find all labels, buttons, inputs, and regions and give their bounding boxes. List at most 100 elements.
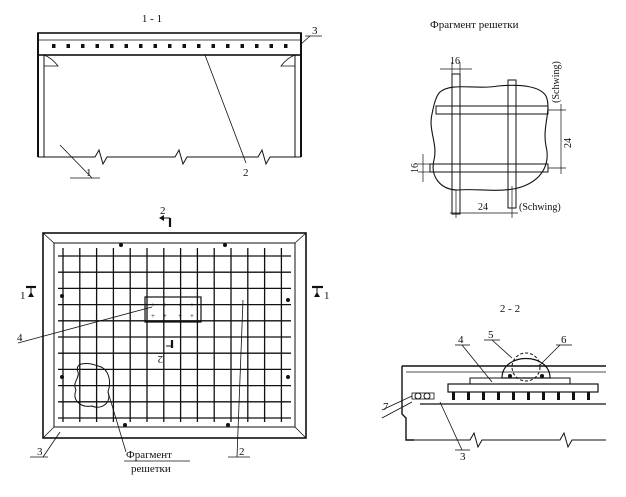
rebar-dot — [81, 44, 85, 48]
section-2-2-rebar-row — [452, 392, 590, 400]
cut-2-top-label: 2 — [160, 205, 166, 217]
rebar-tick — [512, 392, 515, 400]
rebar-dot — [153, 44, 157, 48]
ss-callout-7-label: 7 — [383, 401, 389, 413]
plan-fragment-zone — [74, 363, 111, 408]
plan-inner-frame — [53, 242, 296, 428]
rebar-dot — [240, 44, 244, 48]
svg-text:+: + — [151, 312, 155, 320]
svg-text:+: + — [178, 312, 182, 320]
section-2-2: 2 - 2 4 5 6 7 3 — [381, 303, 606, 463]
plan-plate-holes: + + + + + + + + — [151, 301, 194, 320]
rebar-dot — [139, 44, 143, 48]
note-bottom: (Schwing) — [519, 202, 561, 213]
section-1-1-break-line — [38, 148, 301, 166]
svg-text:+: + — [163, 312, 167, 320]
rebar-tick — [527, 392, 530, 400]
ss-callout-4-label: 4 — [458, 334, 464, 346]
callout-3-label: 3 — [312, 25, 318, 37]
section-1-1-rebar-row — [52, 44, 288, 48]
fragment-outline — [430, 84, 549, 191]
plan-plate — [144, 296, 202, 323]
plan-corner-bl — [42, 426, 55, 439]
ss-callout-5-leader — [491, 339, 513, 359]
svg-text:+: + — [190, 312, 194, 320]
dim-left-label: 16 — [410, 163, 421, 173]
plan-anchor-dot — [119, 243, 123, 247]
rebar-dot — [226, 44, 230, 48]
cut-2-bottom-label: 2 — [158, 353, 164, 365]
rebar-dot — [66, 44, 70, 48]
callout-2-label: 2 — [243, 167, 249, 179]
rebar-tick — [452, 392, 455, 400]
section-2-2-pipe-weld — [508, 374, 512, 378]
section-1-1: 1 - 1 1 2 3 — [37, 13, 322, 179]
rebar-dot — [52, 44, 56, 48]
plan-corner-tr — [294, 232, 307, 244]
note-top: (Schwing) — [551, 61, 562, 103]
plan-outer-frame — [42, 232, 307, 439]
plan-callout-3-label: 3 — [37, 446, 43, 458]
section-1-1-left-haunch — [43, 54, 59, 67]
rebar-dot — [197, 44, 201, 48]
ss-callout-7-leader — [381, 395, 413, 411]
rebar-tick — [497, 392, 500, 400]
dim-top-label: 16 — [450, 56, 460, 67]
callout-1-label: 1 — [86, 167, 92, 179]
callout-4-leader — [17, 306, 153, 344]
plan-callout-3-leader — [42, 431, 61, 458]
section-2-2-pipe — [501, 357, 551, 379]
fragment-caption-leader — [107, 391, 127, 453]
svg-text:+: + — [190, 301, 194, 309]
section-2-2-plate — [447, 383, 599, 393]
svg-text:+: + — [163, 301, 167, 309]
svg-text:+: + — [178, 301, 182, 309]
rebar-tick — [542, 392, 545, 400]
fragment-caption-line1: Фрагмент — [126, 449, 172, 461]
ss-callout-4-leader — [461, 344, 493, 383]
plan-corner-tl — [42, 232, 55, 244]
cut-1-left-label: 1 — [20, 290, 26, 302]
ss-callout-5-label: 5 — [488, 329, 494, 341]
rebar-dot — [168, 44, 172, 48]
rebar-dot — [211, 44, 215, 48]
plan-callout-2-leader — [236, 299, 244, 458]
fragment-bar-horizontal — [435, 105, 549, 115]
callout-2-leader — [204, 54, 247, 164]
dim-bottom-label: 24 — [478, 202, 488, 213]
fragment-bar-horizontal — [429, 163, 549, 173]
rebar-tick — [587, 392, 590, 400]
rebar-tick — [572, 392, 575, 400]
rebar-tick — [557, 392, 560, 400]
plan-anchor-dot — [60, 375, 64, 379]
section-2-2-bolt — [423, 392, 431, 400]
rebar-tick — [482, 392, 485, 400]
plan-anchor-dot — [223, 243, 227, 247]
rebar-dot — [269, 44, 273, 48]
plan-anchor-dot — [60, 294, 64, 298]
cut-2-top-arrow — [159, 215, 164, 221]
svg-text:+: + — [151, 301, 155, 309]
section-1-1-title: 1 - 1 — [142, 13, 162, 25]
dim-right-label: 24 — [563, 138, 574, 148]
fragment-caption-line2: решетки — [131, 463, 171, 475]
cut-1-left-arrow — [28, 292, 34, 297]
rebar-dot — [124, 44, 128, 48]
section-2-2-break-line — [414, 431, 606, 449]
plan-callout-2-label: 2 — [239, 446, 245, 458]
plan-anchor-dot — [123, 423, 127, 427]
plan-corner-br — [294, 426, 307, 439]
callout-1-leader — [59, 144, 93, 179]
section-2-2-pipe-inner — [511, 352, 541, 382]
ss-callout-3-leader — [439, 401, 463, 451]
fragment-detail: Фрагмент решетки 16 24 (Schwing) 16 24 (… — [410, 19, 574, 218]
section-1-1-right-haunch — [280, 54, 296, 67]
plan-grid — [58, 248, 291, 422]
plan-view: ++++ ++++ 2 2 1 1 4 3 2 — [17, 205, 330, 475]
callout-3-leader — [299, 35, 311, 46]
section-2-2-wall — [401, 366, 414, 441]
ss-callout-6-leader — [539, 344, 561, 366]
rebar-tick — [467, 392, 470, 400]
